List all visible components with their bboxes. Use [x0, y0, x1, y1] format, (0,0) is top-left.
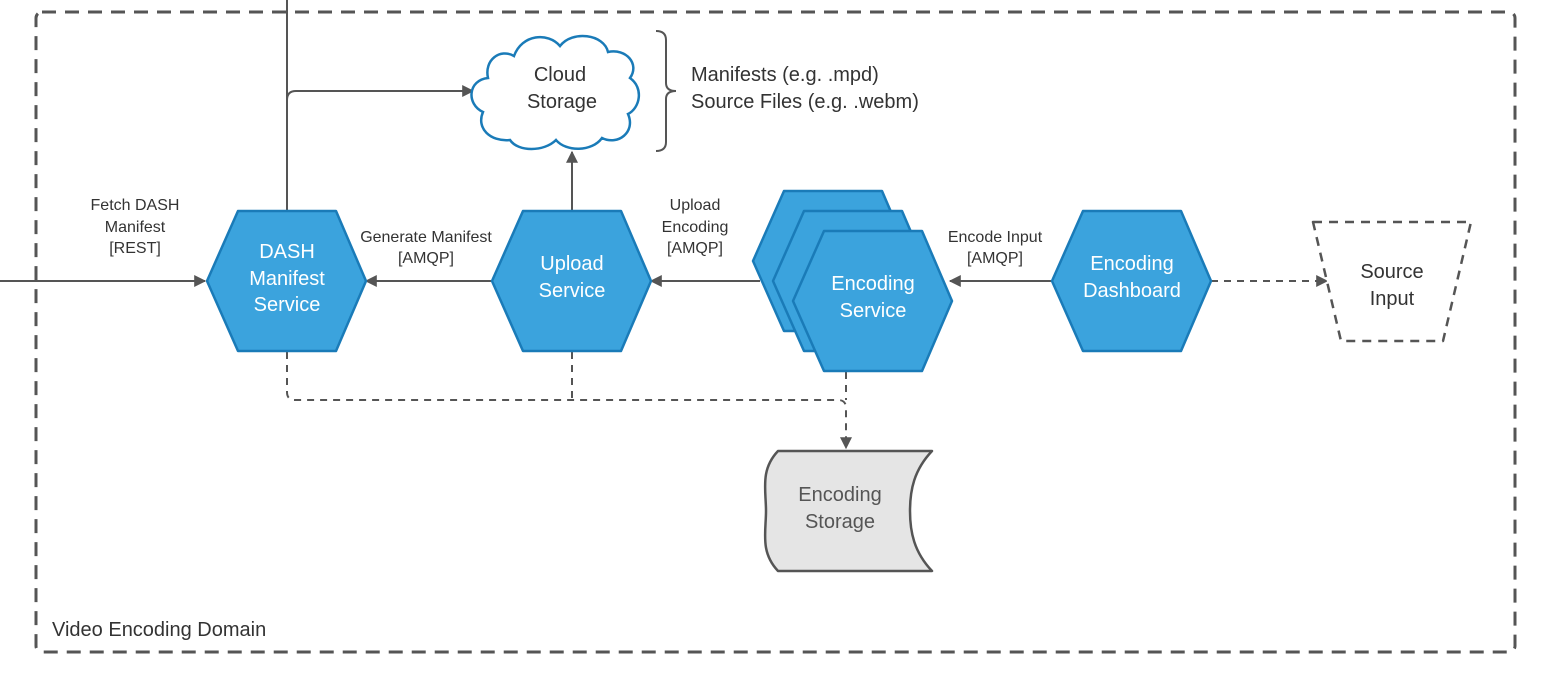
encoding-storage-shape — [763, 449, 934, 573]
source-input-node: Source Input — [1311, 220, 1473, 343]
cloud-note-line2: Source Files (e.g. .webm) — [691, 91, 919, 113]
generate-label-line1: Generate Manifest — [360, 229, 492, 246]
fetch-label-line3: [REST] — [109, 240, 161, 257]
upload-service-line1: Upload — [540, 253, 603, 275]
upload-label-line3: [AMQP] — [667, 240, 723, 257]
dash-manifest-service-node: DASH Manifest Service — [205, 209, 368, 353]
cloud-storage-label-line2: Storage — [527, 91, 597, 113]
encoding-storage-node: Encoding Storage — [763, 449, 934, 573]
cloud-storage-label-line1: Cloud — [534, 64, 586, 86]
upload-service-hexagon — [490, 209, 653, 353]
encoding-storage-line2: Storage — [805, 511, 875, 533]
fetch-label-line1: Fetch DASH — [91, 197, 180, 214]
cloud-icon — [470, 34, 640, 151]
encoding-dashboard-hexagon — [1050, 209, 1213, 353]
dash-service-line2: Manifest — [249, 268, 325, 290]
encoding-service-line1: Encoding — [831, 273, 914, 295]
upload-service-line2: Service — [539, 280, 606, 302]
upload-service-node: Upload Service — [490, 209, 653, 353]
edge-label-fetch-dash-manifest: Fetch DASH Manifest [REST] — [80, 193, 190, 257]
dash-manifest-service-hexagon — [205, 209, 368, 353]
generate-label-line2: [AMQP] — [398, 250, 454, 267]
encode-input-label-line2: [AMQP] — [967, 250, 1023, 267]
edge-label-generate-manifest: Generate Manifest [AMQP] — [360, 229, 492, 267]
upload-label-line2: Encoding — [662, 219, 729, 236]
encoding-storage-line1: Encoding — [798, 484, 881, 506]
dash-to-cloud-arrow — [286, 85, 475, 101]
domain-label: Video Encoding Domain — [52, 619, 266, 641]
dash-service-line1: DASH — [259, 241, 315, 263]
source-input-shape — [1311, 220, 1473, 343]
edge-label-encode-input: Encode Input [AMQP] — [948, 229, 1043, 267]
encoding-service-line2: Service — [840, 300, 907, 322]
cloud-storage-node: Cloud Storage — [470, 34, 640, 151]
encoding-service-hexagon-front — [791, 229, 954, 373]
cloud-note-brace — [655, 30, 677, 152]
encoding-service-node: Encoding Service — [751, 189, 954, 373]
fetch-label-line2: Manifest — [105, 219, 166, 236]
source-input-line1: Source — [1360, 261, 1423, 283]
source-input-line2: Input — [1370, 288, 1415, 310]
edge-label-upload-encoding: Upload Encoding [AMQP] — [662, 197, 729, 257]
encode-input-label-line1: Encode Input — [948, 229, 1043, 246]
upload-label-line1: Upload — [670, 197, 721, 214]
dash-to-storage-connector — [286, 352, 852, 450]
encoding-dashboard-node: Encoding Dashboard — [1050, 209, 1213, 353]
encoding-dashboard-line1: Encoding — [1090, 253, 1173, 275]
dash-service-line3: Service — [254, 294, 321, 316]
cloud-note-line1: Manifests (e.g. .mpd) — [691, 64, 879, 86]
encoding-dashboard-line2: Dashboard — [1083, 280, 1181, 302]
